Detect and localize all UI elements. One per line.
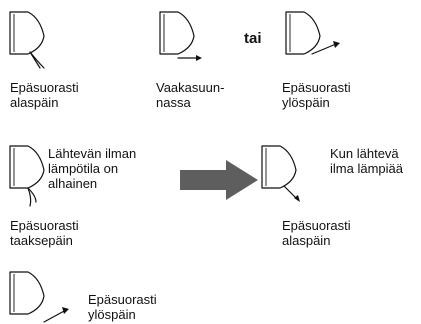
unit-body <box>285 11 321 55</box>
unit-horizontal-diagram <box>159 11 202 61</box>
unit-body <box>9 145 45 189</box>
airflow-arrow <box>27 187 32 207</box>
label-diag2: Vaakasuun- nassa <box>156 80 225 110</box>
airflow-arrow <box>311 43 337 55</box>
label-low-temp: Lähtevän ilman lämpötila on alhainen <box>48 146 137 191</box>
label-warm-note: Kun lähtevä ilma lämpiää <box>330 146 403 176</box>
unit-body <box>9 11 45 55</box>
unit-body <box>159 11 195 55</box>
unit-backward-diagram <box>9 145 45 207</box>
airflow-arrow <box>43 309 67 323</box>
unit-downward-diagram <box>9 11 45 69</box>
or-label: tai <box>244 30 262 47</box>
label-diag6: Epäsuorasti ylöspäin <box>88 292 157 322</box>
label-diag5: Epäsuorasti alaspäin <box>282 218 351 248</box>
label-diag1: Epäsuorasti alaspäin <box>10 80 79 110</box>
unit-upward-diagram-2 <box>9 271 69 323</box>
label-diag4: Epäsuorasti taaksepäin <box>10 218 79 248</box>
unit-body <box>261 145 297 189</box>
unit-body <box>9 271 45 315</box>
label-diag3: Epäsuorasti ylöspäin <box>282 80 351 110</box>
transition-arrow <box>180 160 258 200</box>
unit-downward-warm-diagram <box>261 145 300 202</box>
unit-upward-diagram <box>285 11 340 55</box>
